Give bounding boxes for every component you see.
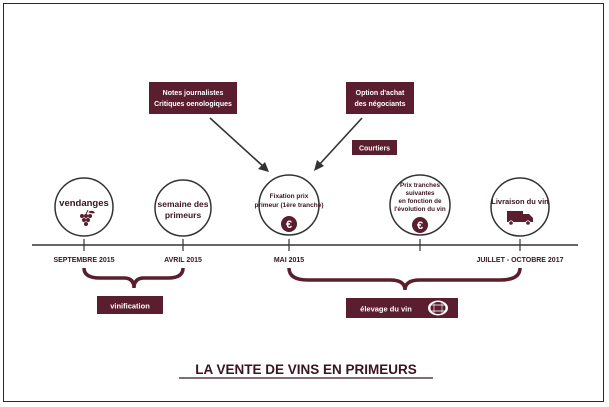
- arrow-option-to-fixation: [314, 117, 363, 171]
- euro-icon: €: [412, 217, 428, 233]
- barrel-icon: [428, 300, 448, 316]
- box-label: Option d'achat: [356, 90, 405, 97]
- elevage-brace: [287, 267, 522, 291]
- milestone-prix-tranches: Prix tranches suivantes en fonction de l…: [389, 174, 451, 236]
- milestone-vendanges: vendanges: [54, 177, 114, 237]
- date-label: AVRIL 2015: [164, 257, 202, 264]
- box-label: Critiques oenologiques: [154, 101, 232, 108]
- box-label: des négociants: [355, 101, 406, 108]
- milestone-label: Prix tranches: [400, 182, 440, 189]
- milestone-label: semaine des: [157, 199, 208, 209]
- euro-icon: €: [281, 216, 297, 232]
- elevage-box: élevage du vin: [346, 298, 458, 318]
- phase-label: élevage du vin: [360, 305, 412, 314]
- option-achat-box: Option d'achat des négociants: [346, 82, 414, 114]
- svg-text:€: €: [417, 220, 423, 232]
- courtiers-box: Courtiers: [352, 140, 397, 155]
- milestone-label: en fonction de: [398, 198, 442, 205]
- milestone-label: suivantes: [405, 190, 435, 197]
- grape-icon: [80, 209, 95, 226]
- milestone-label: Fixation prix: [270, 193, 309, 200]
- milestone-label: l'évolution du vin: [394, 206, 446, 213]
- milestone-label: primeurs: [165, 210, 202, 220]
- arrow-notes-to-fixation: [209, 117, 269, 172]
- notes-critiques-box: Notes journalistes Critiques oenologique…: [149, 82, 237, 114]
- date-label: SEPTEMBRE 2015: [53, 257, 114, 264]
- truck-icon: [507, 211, 533, 226]
- milestone-semaine-des-primeurs: semaine des primeurs: [154, 179, 212, 237]
- page-title: LA VENTE DE VINS EN PRIMEURS: [195, 362, 417, 377]
- outer-frame: [3, 3, 604, 402]
- milestone-livraison: Livraison du vin: [490, 177, 550, 237]
- vinification-brace: [82, 267, 185, 289]
- date-label: JUILLET - OCTOBRE 2017: [476, 257, 563, 264]
- milestone-label: vendanges: [59, 198, 109, 209]
- milestone-label: Livraison du vin: [491, 197, 549, 206]
- box-label: Notes journalistes: [163, 90, 224, 97]
- vinification-box: vinification: [97, 296, 163, 314]
- svg-text:€: €: [286, 219, 292, 231]
- box-label: Courtiers: [359, 146, 390, 153]
- milestone-fixation-prix: Fixation prix primeur (1ère tranche) €: [255, 174, 324, 236]
- phase-label: vinification: [110, 302, 150, 311]
- milestone-label: primeur (1ère tranche): [255, 202, 324, 209]
- date-label: MAI 2015: [274, 257, 304, 264]
